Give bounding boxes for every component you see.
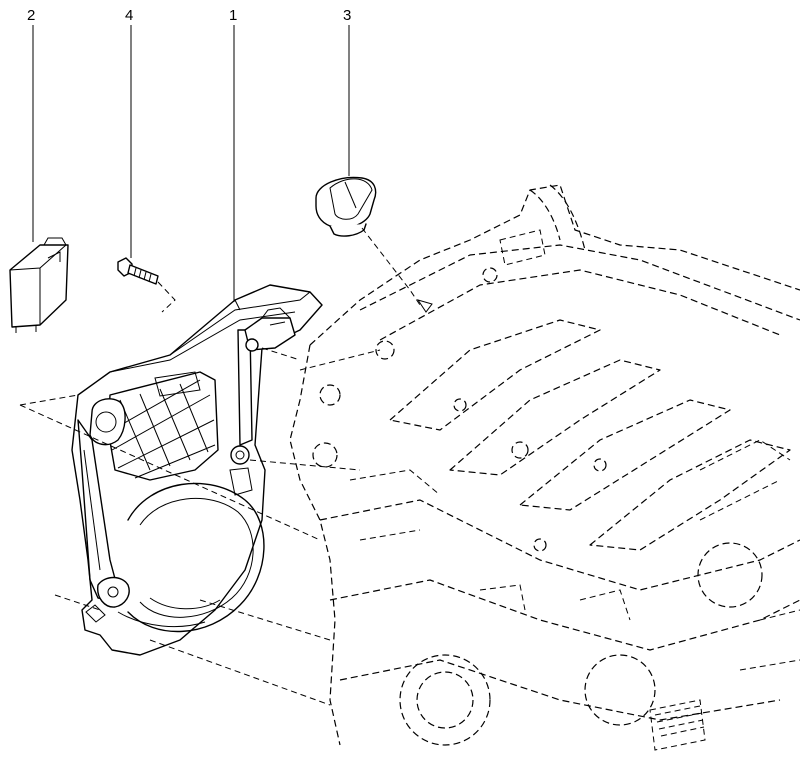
assembly-guide-lines — [19, 227, 433, 706]
part-4-bolt — [117, 257, 159, 285]
part-1-timing-cover — [71, 284, 323, 656]
callout-leaders — [32, 25, 350, 302]
cover-lattice — [111, 371, 216, 479]
callout-2-label: 2 — [27, 7, 35, 24]
part-2-plate — [9, 237, 69, 333]
part-3-filler-cap — [315, 176, 377, 237]
callout-1-label: 1 — [229, 7, 237, 24]
engine-block-dashed — [289, 184, 800, 751]
callout-4-label: 4 — [125, 7, 133, 24]
callout-3-label: 3 — [343, 7, 351, 24]
